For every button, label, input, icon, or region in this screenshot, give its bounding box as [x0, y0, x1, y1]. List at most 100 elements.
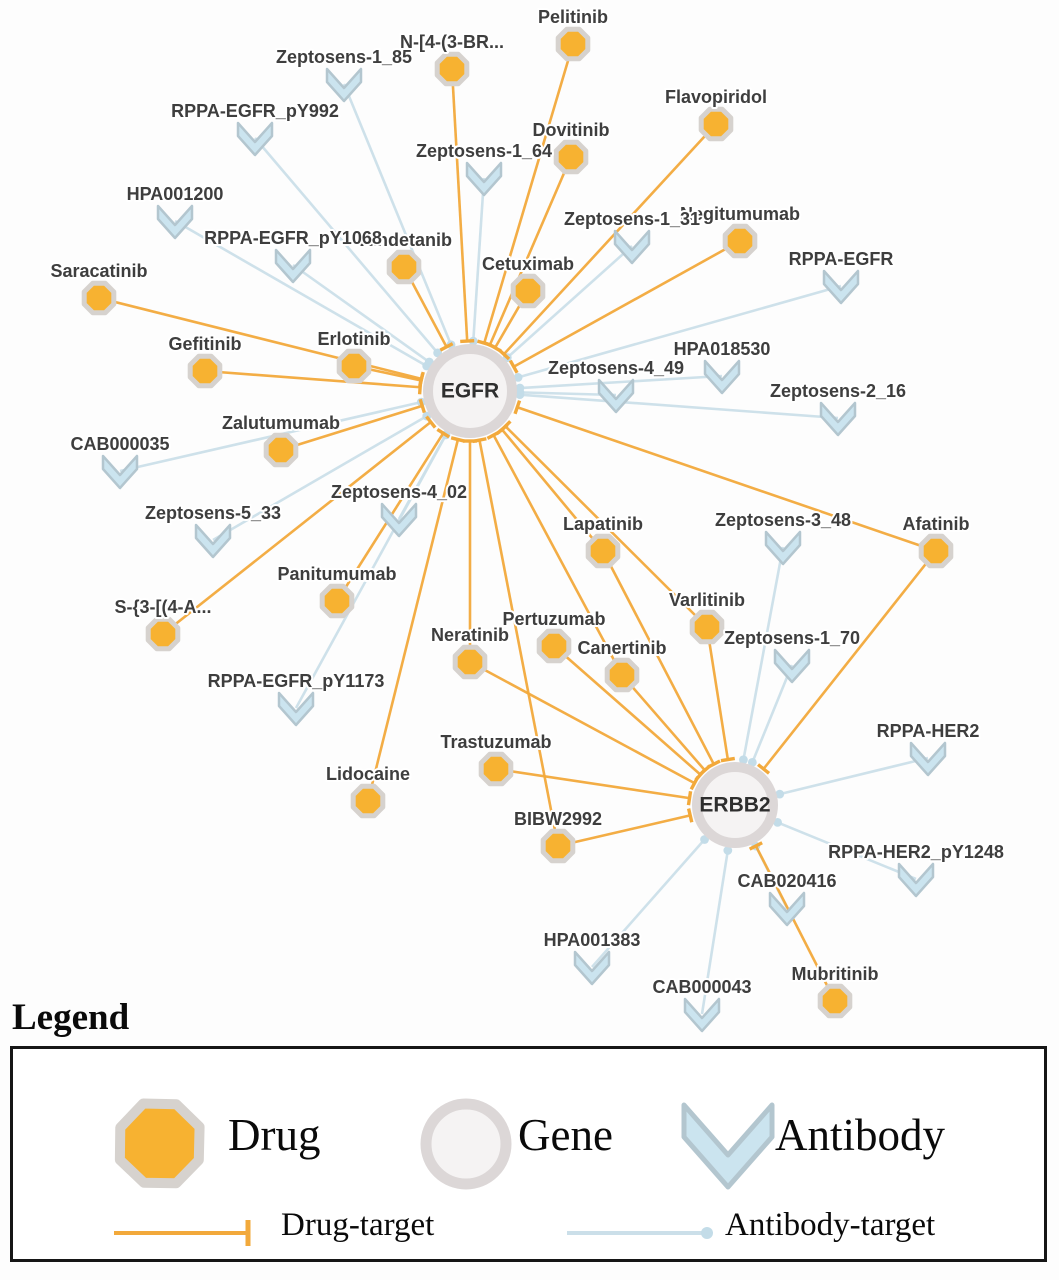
drug-node-n4-3br[interactable] — [434, 51, 470, 87]
node-label-lidocaine: Lidocaine — [326, 764, 410, 784]
antibody-node-hpa001383[interactable] — [573, 950, 611, 986]
antibody-node-zeptosens-3-48[interactable] — [764, 530, 802, 566]
edge-flavopiridol-egfr — [502, 123, 717, 356]
edge-lapatinib-egfr — [500, 428, 604, 552]
legend-label-drug-target: Drug-target — [281, 1207, 435, 1243]
tee-arrow-panitumumab-egfr — [436, 428, 451, 439]
antibody-node-rppa-egfr-py992[interactable] — [236, 121, 274, 157]
node-label-rppa-her2-py1248: RPPA-HER2_pY1248 — [828, 842, 1004, 862]
antibody-node-zeptosens-1-64[interactable] — [465, 161, 503, 197]
antibody-node-zeptosens-1-85[interactable] — [325, 67, 363, 103]
drug-node-neratinib[interactable] — [452, 644, 488, 680]
antibody-node-cab000043[interactable] — [683, 997, 721, 1033]
antibody-node-zeptosens-4-49[interactable] — [597, 378, 635, 414]
edge-cab000043-erbb2 — [700, 850, 730, 1015]
antibody-legend-icon — [681, 1102, 775, 1190]
drug-node-erlotinib[interactable] — [336, 348, 372, 384]
edge-afatinib-erbb2 — [762, 550, 938, 770]
antibody-node-hpa018530[interactable] — [703, 359, 741, 395]
antibody-node-cab020416[interactable] — [768, 891, 806, 927]
antibody-node-zeptosens-1-31[interactable] — [613, 229, 651, 265]
drug-node-gefitinib[interactable] — [187, 353, 223, 389]
gene-node-egfr[interactable] — [423, 344, 517, 438]
node-label-zeptosens-1-70: Zeptosens-1_70 — [724, 628, 860, 648]
antibody-node-zeptosens-2-16[interactable] — [819, 401, 857, 437]
edge-hpa001383-erbb2 — [591, 838, 706, 968]
gene-node-erbb2[interactable] — [692, 762, 778, 848]
drug-node-negitumumab[interactable] — [722, 223, 758, 259]
drug-node-pelitinib[interactable] — [555, 26, 591, 62]
drug-legend-icon — [114, 1098, 205, 1189]
drug-node-canertinib[interactable] — [604, 657, 640, 693]
antibody-node-rppa-her2-py1248[interactable] — [897, 862, 935, 898]
tee-arrow-cetuximab-egfr — [488, 342, 502, 353]
drug-node-varlitinib[interactable] — [689, 609, 725, 645]
tee-arrow-zalutumumab-egfr — [418, 398, 426, 414]
edge-gefitinib-egfr — [204, 369, 421, 389]
tee-arrow-bibw2992-erbb2 — [686, 808, 694, 823]
drug-node-panitumumab[interactable] — [319, 583, 355, 619]
edge-afatinib-egfr — [516, 406, 937, 553]
antibody-node-rppa-egfr-py1068[interactable] — [274, 248, 312, 284]
drug-node-lidocaine[interactable] — [350, 783, 386, 819]
drug-node-bibw2992[interactable] — [540, 828, 576, 864]
tee-arrow-varlitinib-erbb2 — [720, 756, 736, 763]
antibody-node-rppa-egfr[interactable] — [822, 269, 860, 305]
edge-rppa-her2-py1248-erbb2 — [777, 821, 917, 881]
antibody-node-hpa001200[interactable] — [156, 204, 194, 240]
gene-legend-icon — [420, 1098, 512, 1190]
drug-node-s3-4a[interactable] — [145, 616, 181, 652]
node-label-cab020416: CAB020416 — [737, 871, 836, 891]
node-label-lapatinib: Lapatinib — [563, 514, 643, 534]
edge-mubritinib-erbb2 — [754, 845, 837, 1002]
labels-layer: EGFRERBB2PelitinibN-[4-(3-BR...Flavopiri… — [48, 5, 1005, 999]
legend-title: Legend — [12, 997, 130, 1038]
tee-arrow-mubritinib-erbb2 — [748, 841, 763, 851]
edge-zeptosens-3-48-erbb2 — [742, 546, 785, 761]
edge-s3-4a-egfr — [162, 421, 432, 636]
legend-box: Drug Gene Antibody Drug-target Antibody-… — [10, 1046, 1047, 1262]
drug-node-trastuzumab[interactable] — [478, 751, 514, 787]
antibody-node-zeptosens-5-33[interactable] — [194, 523, 232, 559]
antibody-node-rppa-her2[interactable] — [909, 741, 947, 777]
edge-lapatinib-erbb2 — [601, 550, 715, 765]
edge-bibw2992-egfr — [478, 439, 560, 847]
node-label-saracatinib: Saracatinib — [50, 261, 147, 281]
drug-node-dovitinib[interactable] — [553, 139, 589, 175]
edge-varlitinib-erbb2 — [705, 626, 730, 760]
drug-node-pertuzumab[interactable] — [536, 628, 572, 664]
edge-zeptosens-1-85-egfr — [342, 83, 453, 346]
edge-bibw2992-erbb2 — [557, 814, 691, 848]
antibody-node-zeptosens-1-70[interactable] — [773, 648, 811, 684]
drug-node-mubritinib[interactable] — [817, 983, 853, 1019]
drug-node-afatinib[interactable] — [918, 533, 954, 569]
antibody-node-zeptosens-4-02[interactable] — [380, 502, 418, 538]
node-label-zeptosens-4-02: Zeptosens-4_02 — [331, 482, 467, 502]
node-label-cab000035: CAB000035 — [70, 434, 169, 454]
antibody-node-cab000035[interactable] — [101, 454, 139, 490]
node-label-rppa-egfr-py992: RPPA-EGFR_pY992 — [171, 101, 339, 121]
edge-varlitinib-egfr — [504, 425, 708, 628]
drug-node-zalutumumab[interactable] — [263, 432, 299, 468]
node-label-hpa001383: HPA001383 — [544, 930, 641, 950]
node-label-negitumumab: Negitumumab — [680, 204, 800, 224]
node-label-pelitinib: Pelitinib — [538, 7, 608, 27]
edge-zeptosens-1-64-egfr — [471, 177, 486, 342]
drug-node-flavopiridol[interactable] — [698, 106, 734, 142]
node-label-trastuzumab: Trastuzumab — [440, 732, 551, 752]
edge-rppa-egfr-py992-egfr — [254, 137, 439, 354]
drug-node-saracatinib[interactable] — [81, 280, 117, 316]
edge-trastuzumab-erbb2 — [495, 767, 690, 800]
node-label-neratinib: Neratinib — [431, 625, 509, 645]
tee-arrow-erlotinib-egfr — [417, 373, 425, 388]
tee-arrow-canertinib-egfr — [486, 430, 501, 440]
gene-label-erbb2: ERBB2 — [699, 794, 770, 817]
drug-node-cetuximab[interactable] — [510, 273, 546, 309]
node-label-zeptosens-1-64: Zeptosens-1_64 — [416, 141, 552, 161]
tee-arrow-negitumumab-egfr — [508, 359, 519, 374]
drug-node-lapatinib[interactable] — [585, 533, 621, 569]
drug-node-vandetanib[interactable] — [386, 249, 422, 285]
antibody-node-rppa-egfr-py1173[interactable] — [277, 691, 315, 727]
legend-label-antibody-target: Antibody-target — [725, 1207, 936, 1243]
